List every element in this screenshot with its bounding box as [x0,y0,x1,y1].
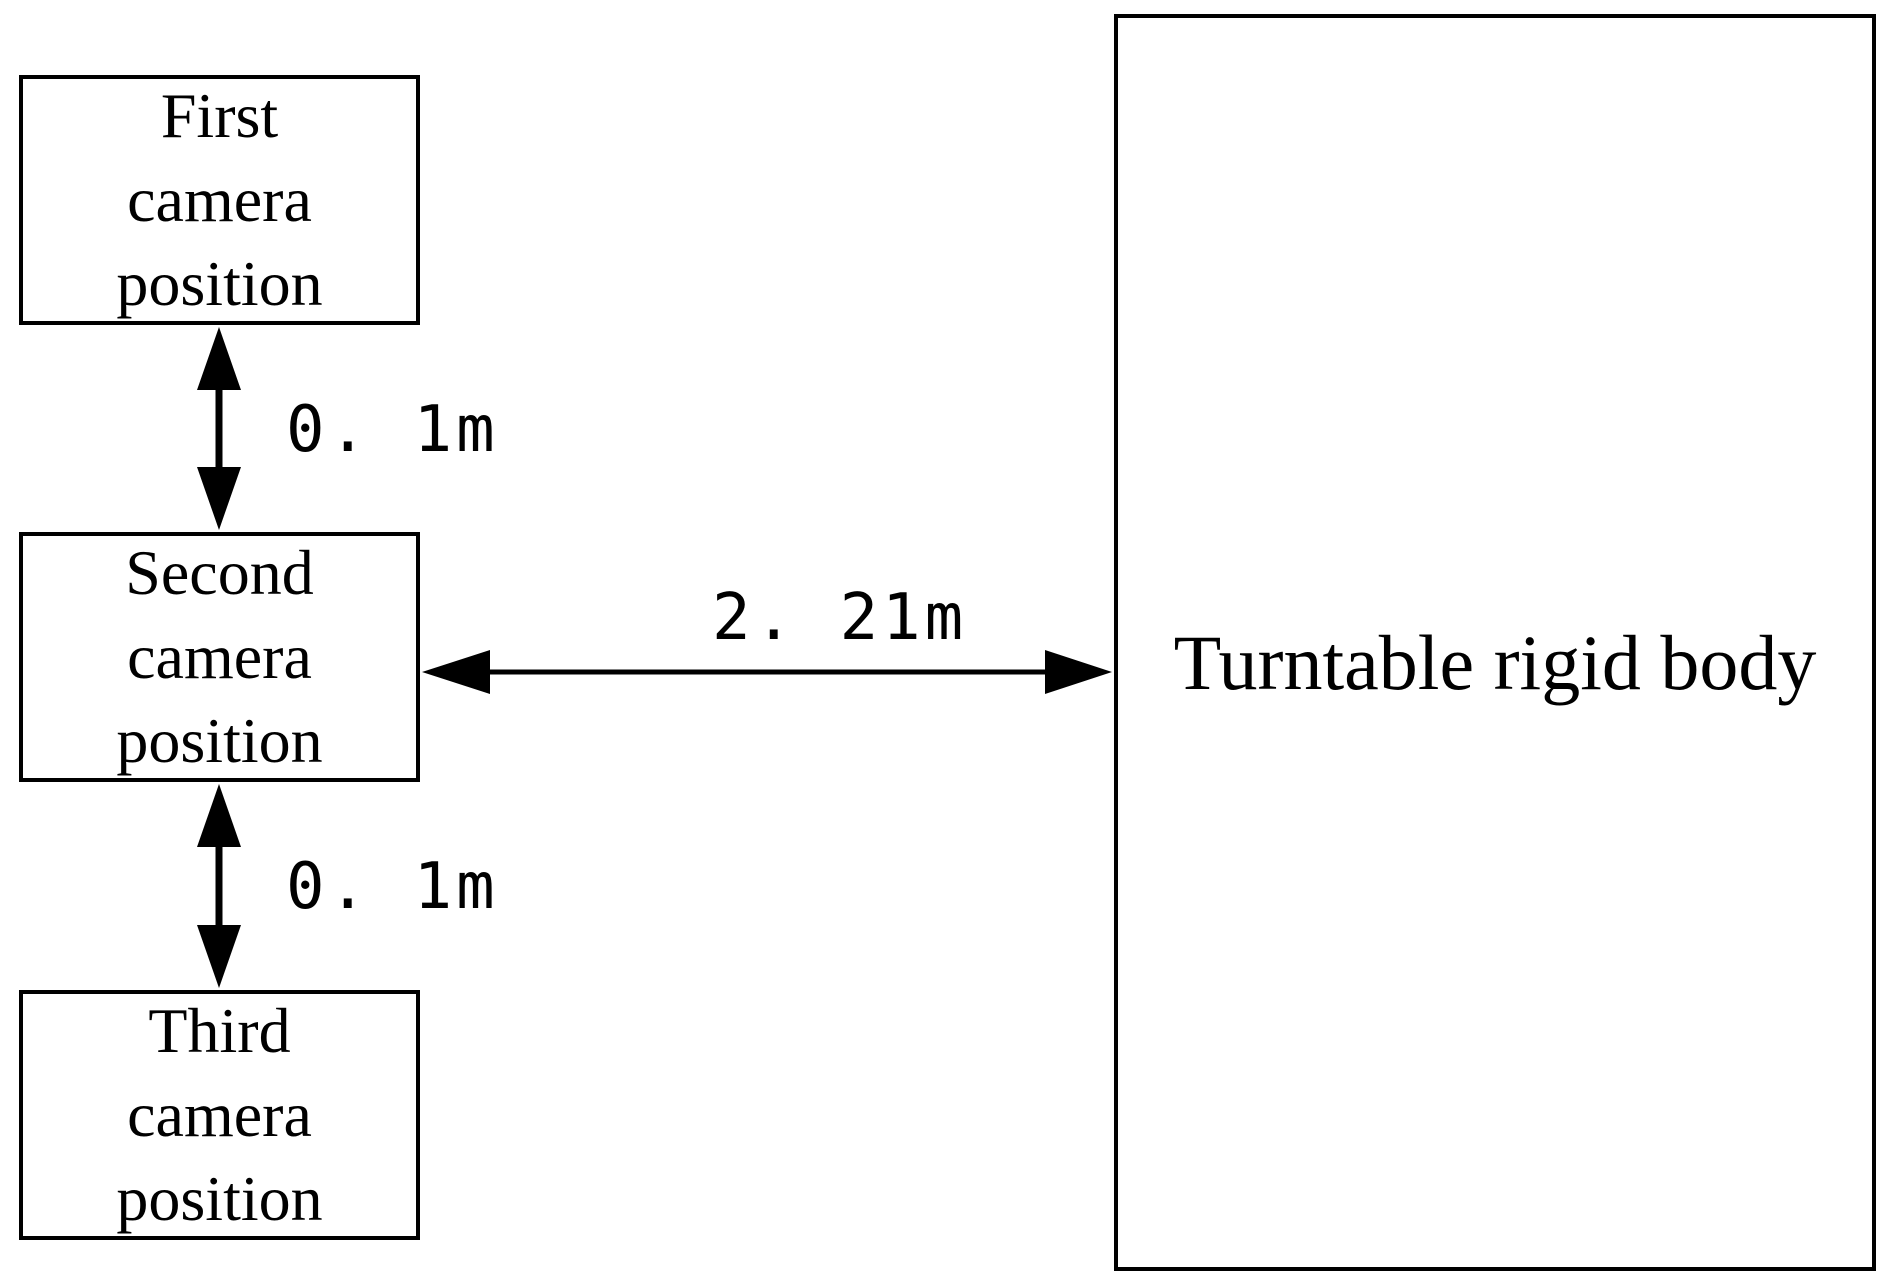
arrowhead-down [197,467,241,530]
second-camera-label-line-3: position [116,705,323,776]
arrow-second-to-third [197,784,241,988]
arrowhead-down [197,925,241,988]
third-camera-position-box: Third camera position [19,990,420,1240]
second-camera-label-line-1: Second [125,537,314,608]
turntable-label: Turntable rigid body [1173,619,1817,706]
first-camera-label-line-2: camera [127,164,312,235]
third-camera-label-line-3: position [116,1163,323,1234]
first-camera-label-line-3: position [116,248,323,319]
arrowhead-up [197,327,241,390]
third-camera-label-line-1: Third [148,995,291,1066]
distance-label-second-to-third: 0. 1m [286,850,499,924]
arrowhead-up [197,784,241,847]
second-camera-label-line-2: camera [127,621,312,692]
distance-label-first-to-second: 0. 1m [286,393,499,467]
distance-label-second-to-turntable: 2. 21m [712,581,968,655]
second-camera-position-box: Second camera position [19,532,420,782]
turntable-rigid-body-box: Turntable rigid body [1114,14,1876,1271]
arrow-second-to-turntable [422,650,1112,694]
arrowhead-left [422,650,490,694]
third-camera-label-line-2: camera [127,1079,312,1150]
arrowhead-right [1045,650,1112,694]
first-camera-label-line-1: First [160,80,279,151]
first-camera-position-box: First camera position [19,75,420,325]
arrow-first-to-second [197,327,241,530]
